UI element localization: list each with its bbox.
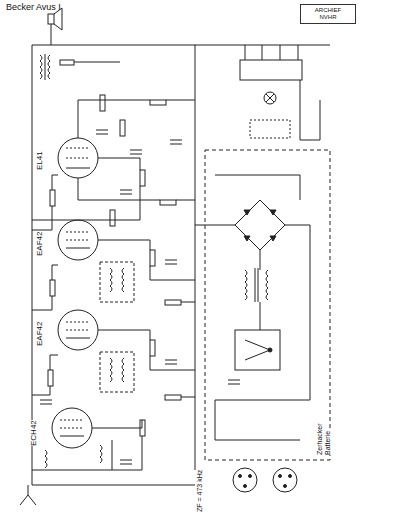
output-transformer (40, 54, 120, 80)
power-supply-box (205, 150, 330, 460)
coil (122, 358, 124, 382)
switch-contacts (240, 45, 320, 140)
resistor-symbol (48, 95, 181, 436)
bottom-bus (32, 485, 195, 486)
tube-label: ECH42 (30, 420, 38, 446)
battery-note: Batterie (324, 431, 331, 455)
capacitor-symbol (40, 130, 182, 464)
vibrator-note: Zerhacker (316, 423, 323, 455)
supply-rail (195, 45, 196, 470)
speaker-symbol (48, 8, 62, 45)
title: Becker Avus I (6, 3, 61, 12)
coil (122, 268, 124, 292)
if-transformer (100, 262, 134, 302)
wire (195, 175, 310, 440)
tube-label: EL41 (36, 151, 44, 170)
coil (110, 358, 112, 382)
vibrator-symbol (235, 330, 280, 370)
power-transformer (245, 268, 268, 302)
tube-el41 (58, 100, 98, 200)
tube-label: EAF42 (36, 322, 44, 346)
antenna-symbol (20, 485, 36, 505)
stamp-text: ARCHIEF (304, 7, 352, 14)
coil (100, 445, 102, 463)
wire (112, 440, 113, 470)
if-transformer (100, 352, 134, 392)
ground-rail (32, 45, 33, 485)
top-bus (32, 45, 330, 46)
wire (32, 100, 195, 470)
tube-eaf42 (58, 310, 130, 350)
coil (45, 450, 47, 468)
coil (110, 268, 112, 292)
stamp-text: NVHR (304, 14, 352, 21)
socket-symbol (233, 468, 297, 492)
if-frequency: ZF = 473 kHz (196, 470, 203, 512)
tube-ech42 (52, 408, 130, 448)
tube-label: EAF42 (36, 232, 44, 256)
archive-stamp: ARCHIEFNVHR (300, 4, 356, 24)
bridge-rectifier (235, 200, 285, 250)
tube-eaf42 (58, 220, 130, 260)
